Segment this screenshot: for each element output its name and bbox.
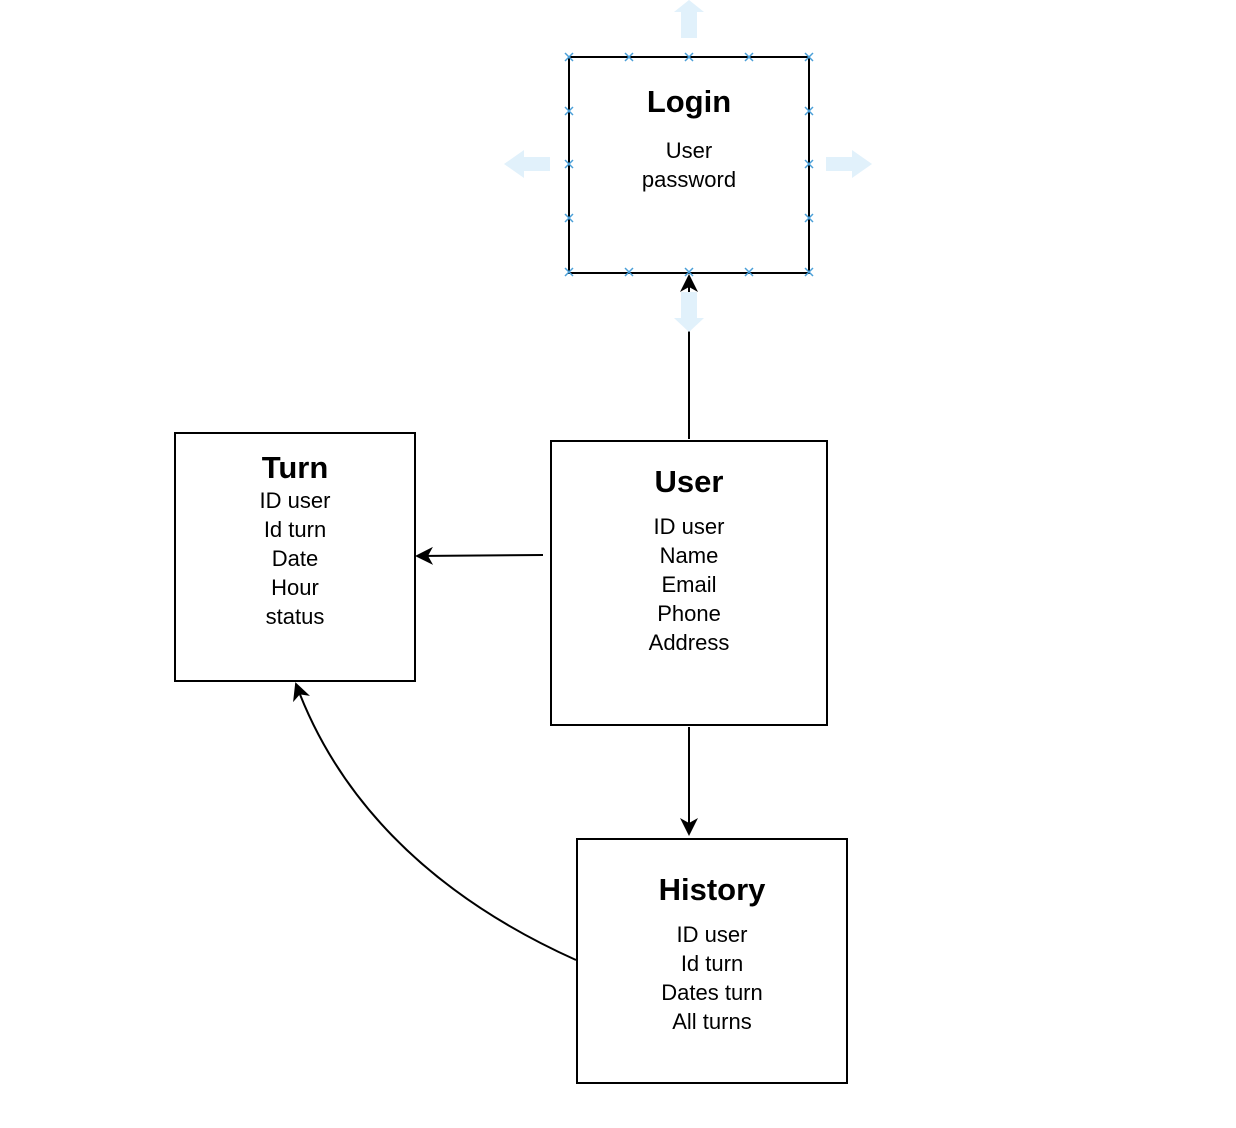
entity-field: Id turn xyxy=(680,951,744,976)
entity-field: Phone xyxy=(657,601,721,626)
entity-field-list: ID user Id turn Dates turn All turns xyxy=(578,920,846,1036)
entity-title: Turn xyxy=(261,450,329,485)
entity-login[interactable]: Login User password xyxy=(568,56,810,274)
entity-turn[interactable]: Turn ID user Id turn Date Hour status xyxy=(174,432,416,682)
entity-field-list: ID user Id turn Date Hour status xyxy=(176,486,414,631)
entity-field: Name xyxy=(659,543,719,568)
entity-field: User xyxy=(665,138,713,163)
entity-field: ID user xyxy=(653,514,725,539)
entity-history[interactable]: History ID user Id turn Dates turn All t… xyxy=(576,838,848,1084)
entity-field: ID user xyxy=(259,488,331,513)
edge-history-to-turn[interactable] xyxy=(293,682,577,961)
edge-user-to-turn[interactable] xyxy=(415,546,544,565)
entity-field-list: ID user Name Email Phone Address xyxy=(552,512,826,657)
entity-field: Address xyxy=(648,630,730,655)
entity-title: Login xyxy=(646,84,732,119)
entity-field: Date xyxy=(271,546,319,571)
entity-field: All turns xyxy=(672,1009,752,1034)
entity-field: ID user xyxy=(676,922,748,947)
entity-field: status xyxy=(265,604,325,629)
entity-field: Email xyxy=(661,572,717,597)
entity-field: Dates turn xyxy=(661,980,763,1005)
entity-field: Hour xyxy=(271,575,319,600)
entity-title: History xyxy=(658,872,766,907)
entity-title: User xyxy=(654,464,724,499)
entity-field: Id turn xyxy=(263,517,327,542)
entity-field: password xyxy=(641,167,737,192)
entity-field-list: User password xyxy=(570,136,808,194)
entity-user[interactable]: User ID user Name Email Phone Address xyxy=(550,440,828,726)
